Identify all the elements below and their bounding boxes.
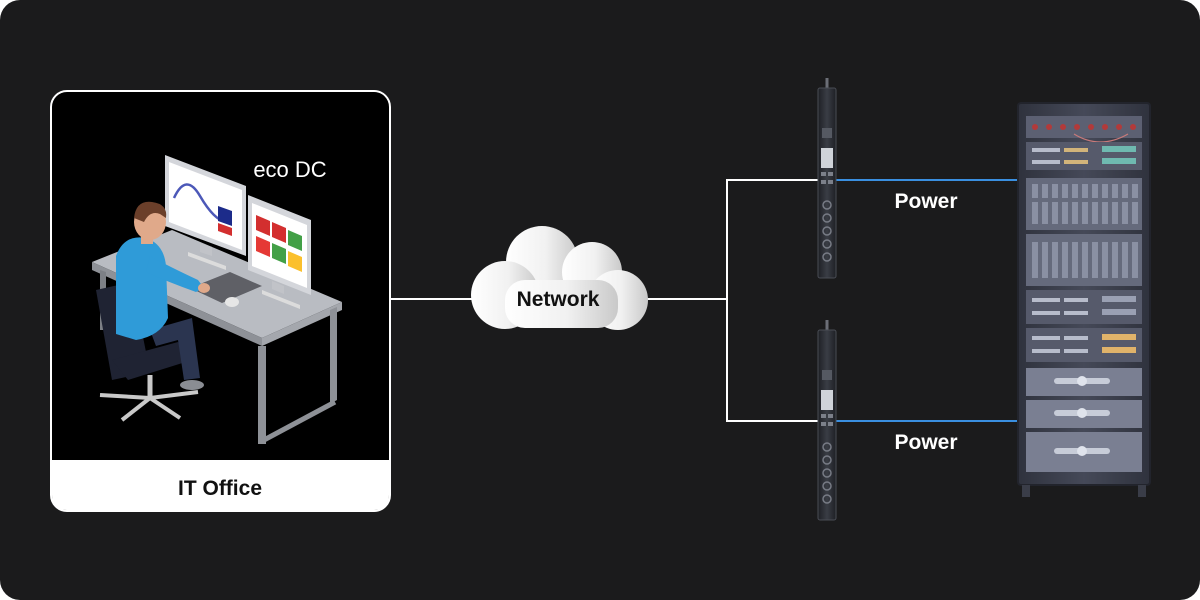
office-caption: IT Office [178, 477, 262, 500]
person-legs [150, 318, 200, 380]
server-rack [1017, 102, 1151, 497]
desk-leg-bar [262, 399, 337, 443]
monitor-right-cell-6 [288, 251, 302, 272]
monitor-right-cell-2 [272, 222, 286, 243]
monitor-right-cell-5 [288, 230, 302, 251]
monitor-left-alert [218, 223, 232, 236]
power-label-top: Power [894, 190, 957, 213]
cloud-icon [471, 226, 648, 330]
network-lines [390, 179, 820, 422]
desk-edge-side [262, 302, 342, 346]
chair-leg-1 [99, 393, 151, 400]
monitor-left-stand [200, 243, 212, 256]
person-illustration [96, 201, 210, 422]
pdu-bottom [817, 320, 837, 521]
pdu-top-body [817, 87, 837, 279]
pdu-bottom-breaker [822, 370, 832, 380]
office-caption-bar [52, 460, 389, 510]
monitor-right-stand [272, 281, 284, 294]
pdu-bottom-display [821, 390, 833, 410]
pdu-top-display [821, 148, 833, 168]
pdu-top-outlets [822, 200, 832, 262]
rack-server-2 [1026, 328, 1142, 362]
screen-software-label: eco DC [253, 157, 326, 182]
mouse-icon [225, 297, 239, 307]
person-shoe [180, 380, 204, 390]
pdu-bottom-body [817, 329, 837, 521]
monitor-left-base [188, 252, 226, 270]
chair-leg-2 [120, 396, 152, 422]
rack-foot-left [1022, 485, 1030, 497]
pdu-bottom-outlets [822, 442, 832, 504]
desk-mat [190, 272, 262, 303]
chair-leg-4 [149, 390, 199, 400]
chair-seat [112, 342, 192, 380]
rack-patch-panel [1026, 116, 1142, 138]
person-arm [146, 256, 204, 292]
monitor-right-base [262, 290, 300, 309]
rack-server-1 [1026, 290, 1142, 324]
it-office-card: IT Office [50, 90, 391, 512]
monitor-left-panel [218, 206, 232, 226]
person-torso [116, 237, 168, 340]
power-label-bottom: Power [894, 431, 957, 454]
monitors-illustration [165, 155, 311, 309]
person-hand [198, 283, 210, 293]
desk-leg-front [258, 346, 266, 444]
power-lines [836, 179, 1018, 422]
monitor-right-cell-4 [272, 243, 286, 264]
chair-leg-3 [148, 396, 182, 420]
monitor-right-cell-1 [256, 215, 270, 236]
monitor-right-cell-3 [256, 236, 270, 257]
pdu-top [817, 78, 837, 279]
patch-panel-ports [1032, 124, 1136, 130]
network-cloud: Network [471, 226, 648, 330]
person-hair [134, 201, 167, 222]
rack-foot-right [1138, 485, 1146, 497]
desk-leg-right [330, 307, 337, 404]
pdu-top-breaker [822, 128, 832, 138]
cloud-label: Network [517, 288, 600, 311]
